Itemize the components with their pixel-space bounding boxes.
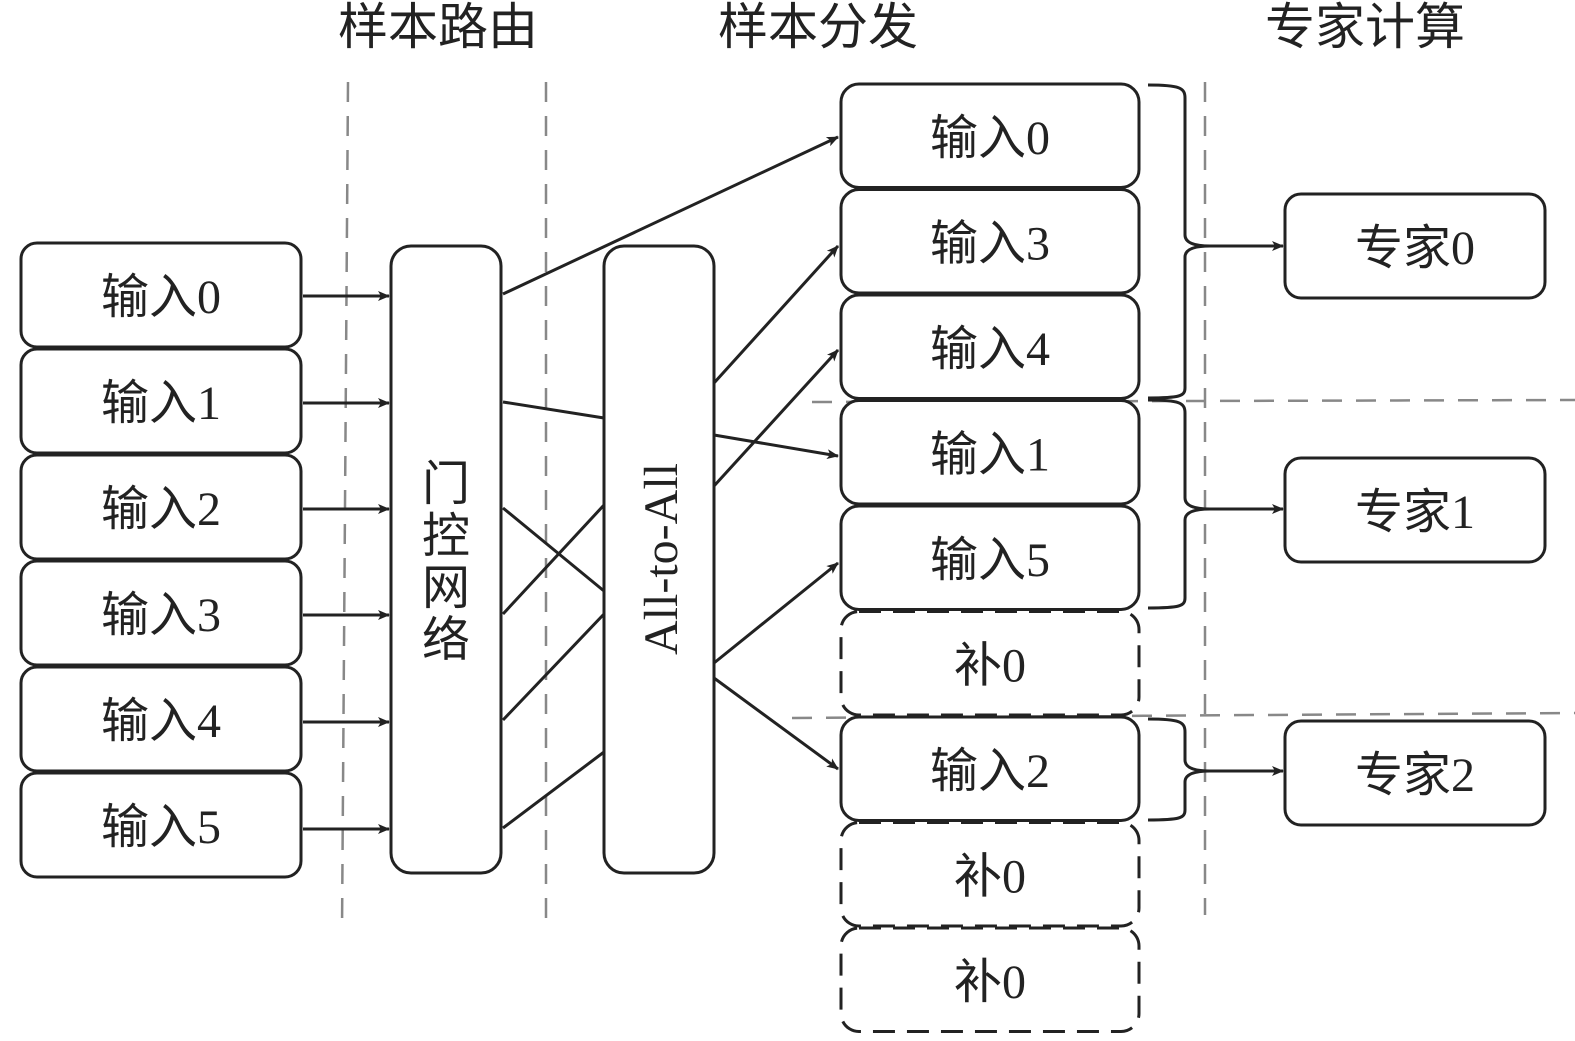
slot-label: 输入0: [930, 112, 1050, 165]
input-label: 输入3: [101, 589, 221, 642]
route-line-input1: [502, 400, 605, 420]
expert-braces: [1147, 83, 1211, 822]
arrow-icon: [712, 348, 840, 488]
input-to-gate-arrows: [303, 291, 390, 834]
dispatched-slot-box: 输入1: [839, 399, 1141, 506]
all-to-all-box: All-to-All: [602, 244, 716, 875]
input-box: 输入1: [19, 347, 303, 455]
routing-lines: [501, 135, 839, 830]
header-dispatch: 样本分发: [718, 0, 918, 55]
input-box: 输入0: [19, 241, 303, 349]
input-box: 输入2: [19, 453, 303, 561]
route-line-input5: [502, 750, 605, 830]
route-line-input2: [502, 506, 605, 593]
arrow-icon: [713, 561, 839, 665]
gate-network-char: 网: [422, 562, 470, 615]
input-label: 输入2: [101, 483, 221, 536]
arrow-icon: [713, 676, 839, 771]
gate-network-char: 控: [422, 510, 470, 563]
input-list: 输入0 输入1 输入2 输入3 输入4 输入5: [19, 241, 303, 879]
guide-line-expert-divider-0: [811, 398, 1575, 404]
dispatched-slot-box: 输入0: [839, 82, 1141, 189]
input-box: 输入5: [19, 771, 303, 879]
gate-network-char: 门: [422, 458, 470, 511]
header-expert-compute: 专家计算: [1265, 0, 1465, 55]
guide-line-expert-divider-1: [791, 711, 1575, 720]
route-line-input0: [502, 135, 839, 296]
dispatched-slot-box: 输入3: [839, 188, 1141, 295]
slot-label: 输入1: [930, 428, 1050, 481]
slot-label: 输入3: [930, 217, 1050, 270]
slot-label: 补0: [954, 639, 1026, 692]
arrow-icon: [713, 433, 839, 460]
expert-label: 专家0: [1355, 222, 1475, 275]
guide-line-routing-left: [340, 81, 350, 931]
gate-network-box: 门 控 网 络: [389, 244, 503, 875]
input-box: 输入4: [19, 665, 303, 773]
dispatched-slot-list: 输入0 输入3 输入4 输入1 输入5 补0 输入2 补0 补0: [839, 82, 1141, 1033]
all-to-all-label: All-to-All: [635, 463, 688, 655]
expert-list: 专家0 专家1 专家2: [1283, 192, 1547, 827]
header-routing: 样本路由: [338, 0, 538, 55]
dispatched-slot-box: 输入2: [839, 715, 1141, 822]
route-line-input3: [501, 503, 606, 616]
input-label: 输入0: [101, 271, 221, 324]
slot-label: 输入2: [930, 745, 1050, 798]
expert-box: 专家1: [1283, 456, 1547, 564]
expert-arrows: [1208, 241, 1284, 776]
dispatched-slot-box: 输入5: [839, 504, 1141, 611]
padding-slot-box: 补0: [839, 821, 1141, 928]
arrow-icon: [712, 244, 840, 385]
expert-label: 专家1: [1355, 486, 1475, 539]
expert-box: 专家2: [1283, 719, 1547, 827]
expert-box: 专家0: [1283, 192, 1547, 300]
dispatched-slot-box: 输入4: [839, 293, 1141, 400]
brace-expert0: [1147, 83, 1211, 400]
input-label: 输入5: [101, 801, 221, 854]
padding-slot-box: 补0: [839, 926, 1141, 1033]
slot-label: 输入5: [930, 534, 1050, 587]
input-box: 输入3: [19, 559, 303, 667]
gate-network-char: 络: [422, 614, 470, 667]
input-label: 输入4: [101, 695, 221, 748]
input-label: 输入1: [101, 377, 221, 430]
expert-label: 专家2: [1355, 749, 1475, 802]
brace-expert2: [1147, 717, 1211, 822]
dispatch-arrows: [712, 244, 840, 771]
slot-label: 输入4: [930, 323, 1050, 376]
slot-label: 补0: [954, 956, 1026, 1009]
brace-expert1: [1147, 398, 1211, 610]
route-line-input4: [501, 612, 606, 722]
slot-label: 补0: [954, 850, 1026, 903]
padding-slot-box: 补0: [839, 610, 1141, 717]
